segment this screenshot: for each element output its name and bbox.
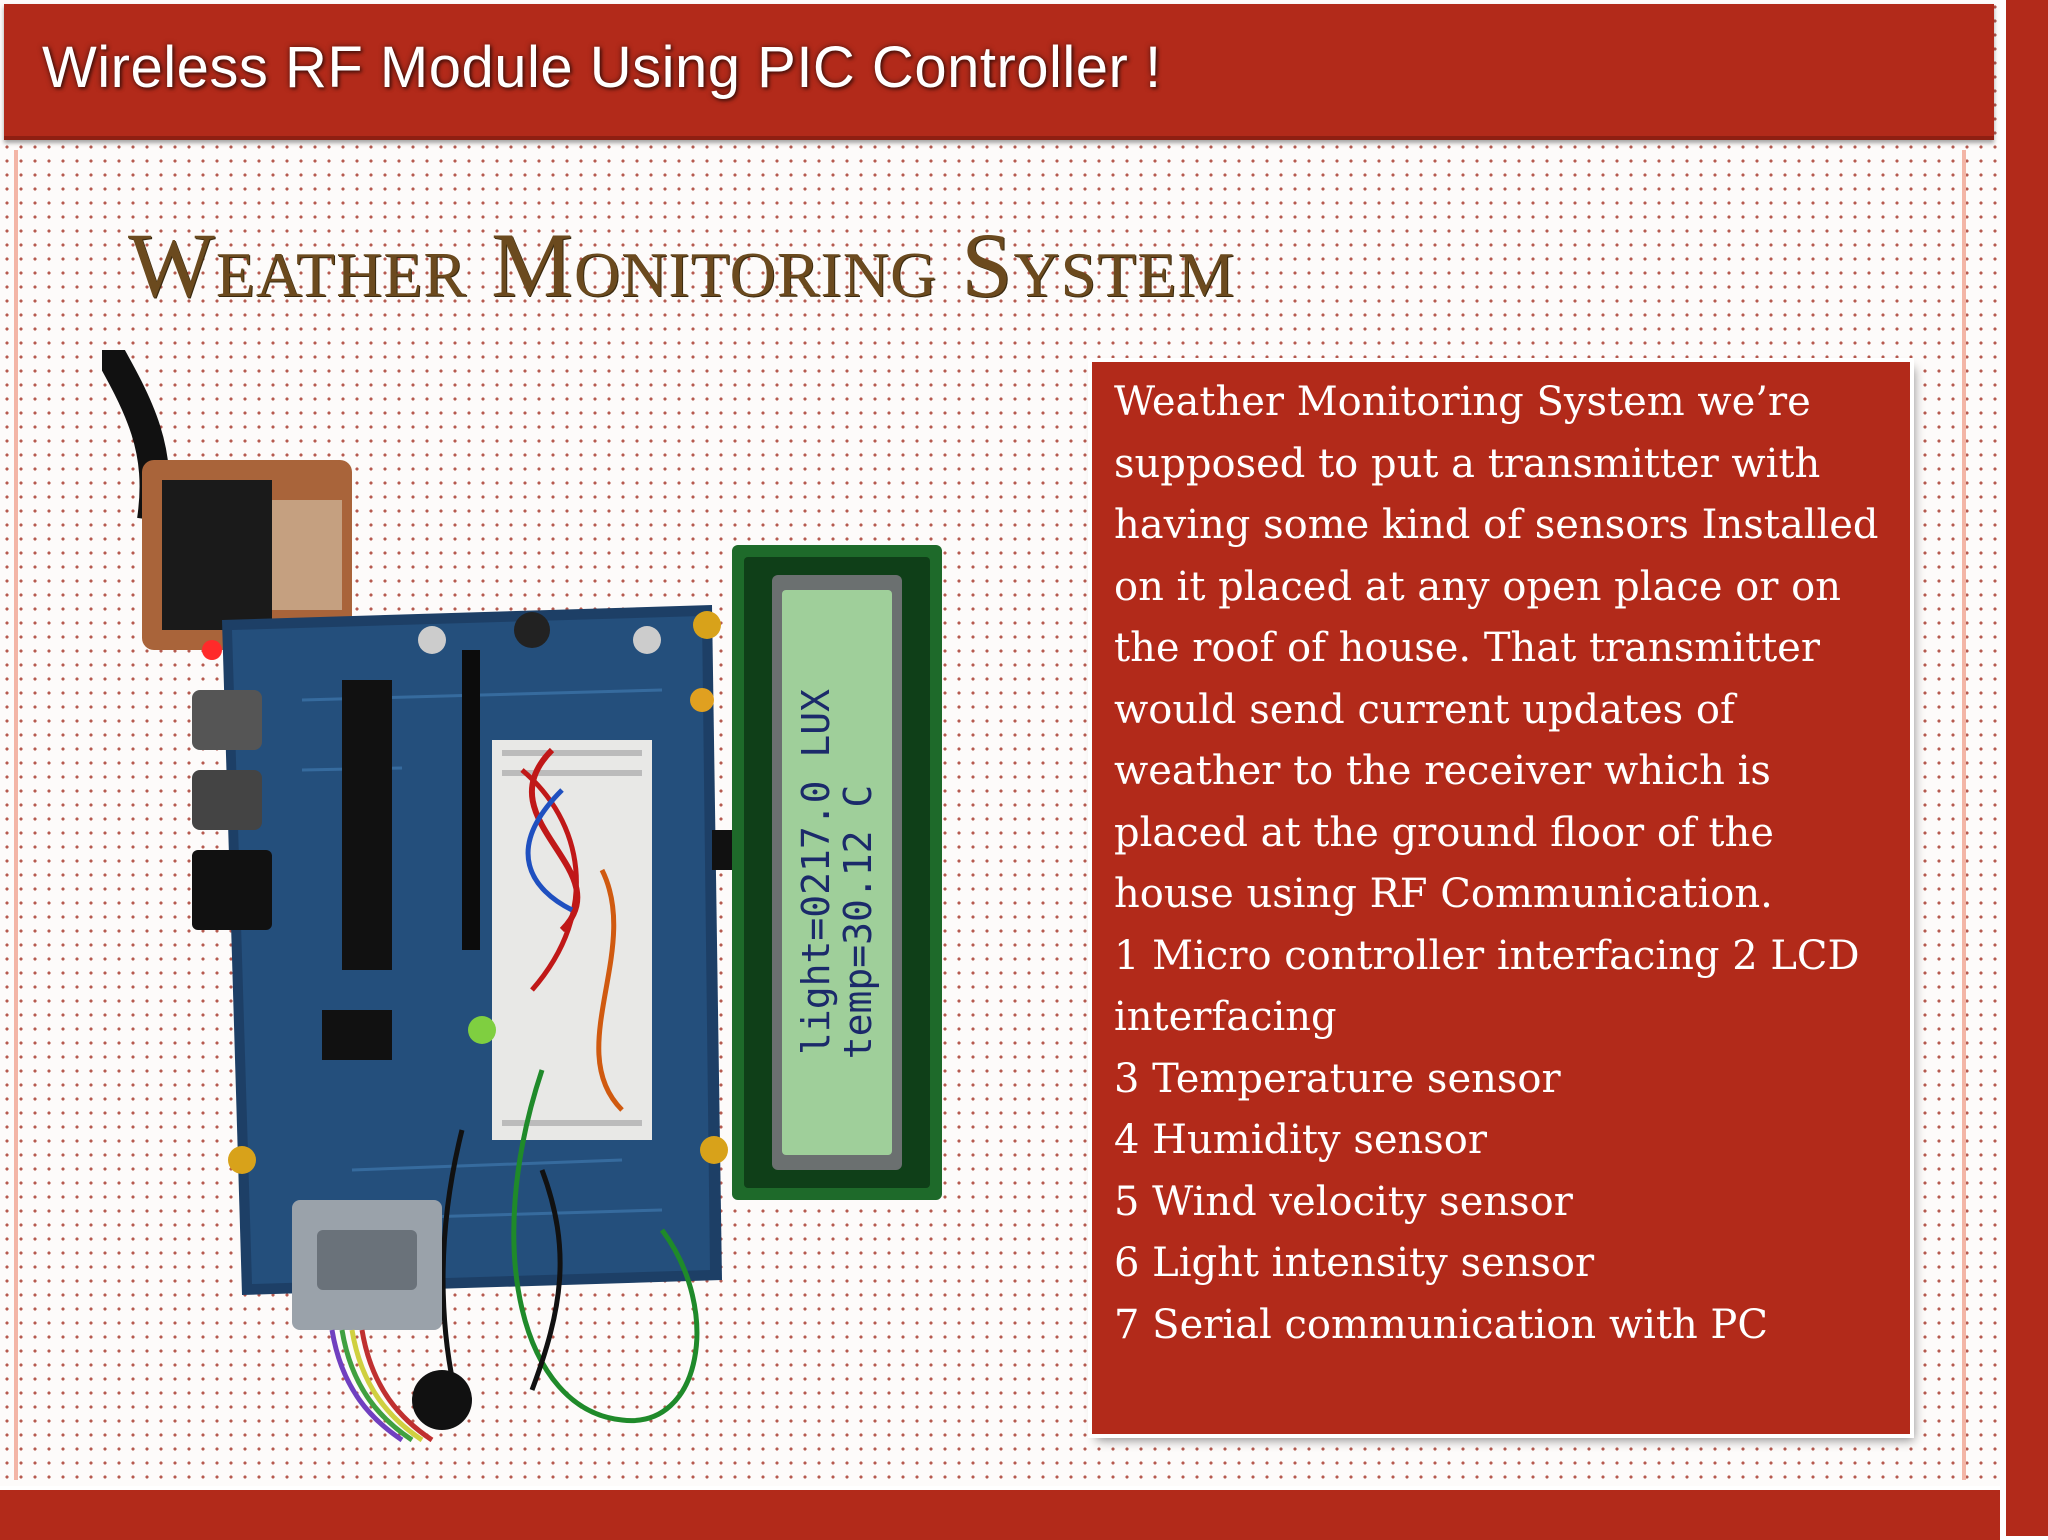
feature-item: 6 Light intensity sensor bbox=[1114, 1240, 1595, 1286]
slide-heading: Weather Monitoring System bbox=[128, 214, 1236, 316]
feature-item: 4 Humidity sensor bbox=[1114, 1117, 1488, 1163]
feature-item: 7 Serial communication with PC bbox=[1114, 1301, 1768, 1348]
description-panel: Weather Monitoring System we’re supposed… bbox=[1092, 362, 1910, 1434]
feature-list: 1 Micro controller interfacing 2 LCD int… bbox=[1114, 926, 1890, 1357]
lcd-line-1: light=0217.0 LUX bbox=[794, 689, 838, 1055]
feature-item: 1 Micro controller interfacing 2 LCD int… bbox=[1114, 932, 1860, 1041]
circuit-board-illustration: light=0217.0 LUX temp=30.12 C bbox=[102, 350, 942, 1443]
circuit-board-photo: light=0217.0 LUX temp=30.12 C bbox=[102, 350, 962, 1450]
left-border-line bbox=[14, 150, 18, 1480]
header-title: Wireless RF Module Using PIC Controller … bbox=[42, 35, 1162, 100]
header-bar: Wireless RF Module Using PIC Controller … bbox=[4, 4, 1994, 140]
feature-item: 3 Temperature sensor bbox=[1114, 1055, 1561, 1102]
description-text: Weather Monitoring System we’re supposed… bbox=[1114, 379, 1879, 917]
feature-item: 5 Wind velocity sensor bbox=[1114, 1178, 1573, 1225]
footer-bar bbox=[0, 1486, 2000, 1540]
right-edge-bar bbox=[2000, 0, 2048, 1536]
right-border-line bbox=[1962, 150, 1966, 1480]
lcd-line-2: temp=30.12 C bbox=[836, 785, 880, 1060]
